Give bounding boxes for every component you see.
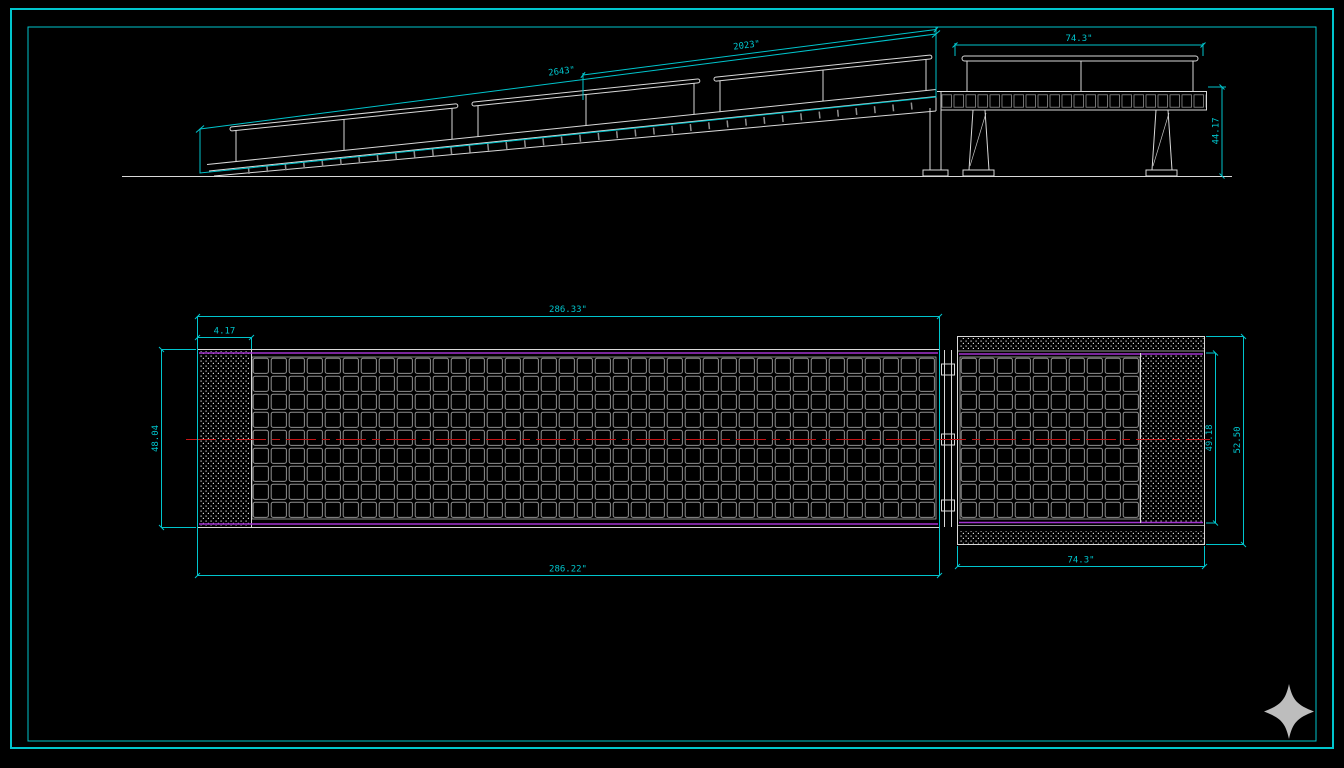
dim-platform-length-side-label: 74.3" [1065, 34, 1092, 44]
dim-platform-length-plan-label: 74.3" [1067, 556, 1094, 566]
dim-slope-upper-label: 2023" [733, 39, 761, 52]
platform-leg-left [962, 109, 995, 177]
platform-side [922, 55, 1207, 177]
platform-leg-right [1145, 109, 1178, 177]
dim-platform-width-inner-label: 49.18 [1205, 424, 1215, 451]
hinge-support [922, 108, 949, 177]
ramp-railing-segment-2 [471, 78, 701, 137]
platform-deck-planks [941, 94, 1206, 108]
side-elevation-view: 2643" 2023" 74.3" 44.17 [122, 26, 1232, 179]
plan-view: 286.33" 286.22" 4.17 48.04 74.3" 49.18 5… [151, 305, 1247, 579]
ramp-railing-segment-3 [713, 54, 933, 112]
dim-ramp-length-bottom-label: 286.22" [549, 565, 587, 575]
platform-hatch-bottom [959, 531, 1204, 544]
aligned-dim-box [199, 33, 937, 174]
dim-platform-width-outer-label: 52.50 [1233, 426, 1243, 453]
platform-plan [957, 336, 1205, 545]
dim-toe-section-label: 4.17 [214, 327, 236, 337]
outer-border [10, 8, 1334, 749]
dim-ramp-length-top-label: 286.33" [549, 305, 587, 315]
ramp-deck-side [206, 89, 937, 177]
hinge-plan [941, 350, 955, 527]
plan-view-dimensions: 286.33" 286.22" 4.17 48.04 74.3" 49.18 5… [151, 305, 1247, 579]
platform-guardrail [961, 55, 1199, 62]
platform-grating [960, 357, 1140, 519]
platform-hatch-right [1141, 355, 1203, 522]
ramp-plan [197, 349, 940, 528]
toe-plate-hatch [199, 351, 251, 526]
ramp-railing-segment-1 [229, 103, 459, 162]
dim-dock-height-label: 44.17 [1212, 117, 1222, 144]
dim-ramp-width-label: 48.04 [151, 425, 161, 452]
platform-hatch-top [959, 338, 1204, 351]
dim-slope-full-label: 2643" [548, 65, 576, 78]
side-view-dimensions: 2643" 2023" 74.3" 44.17 [195, 26, 1226, 179]
ramp-grating [252, 357, 936, 519]
sparkle-logo-icon [1264, 684, 1314, 739]
